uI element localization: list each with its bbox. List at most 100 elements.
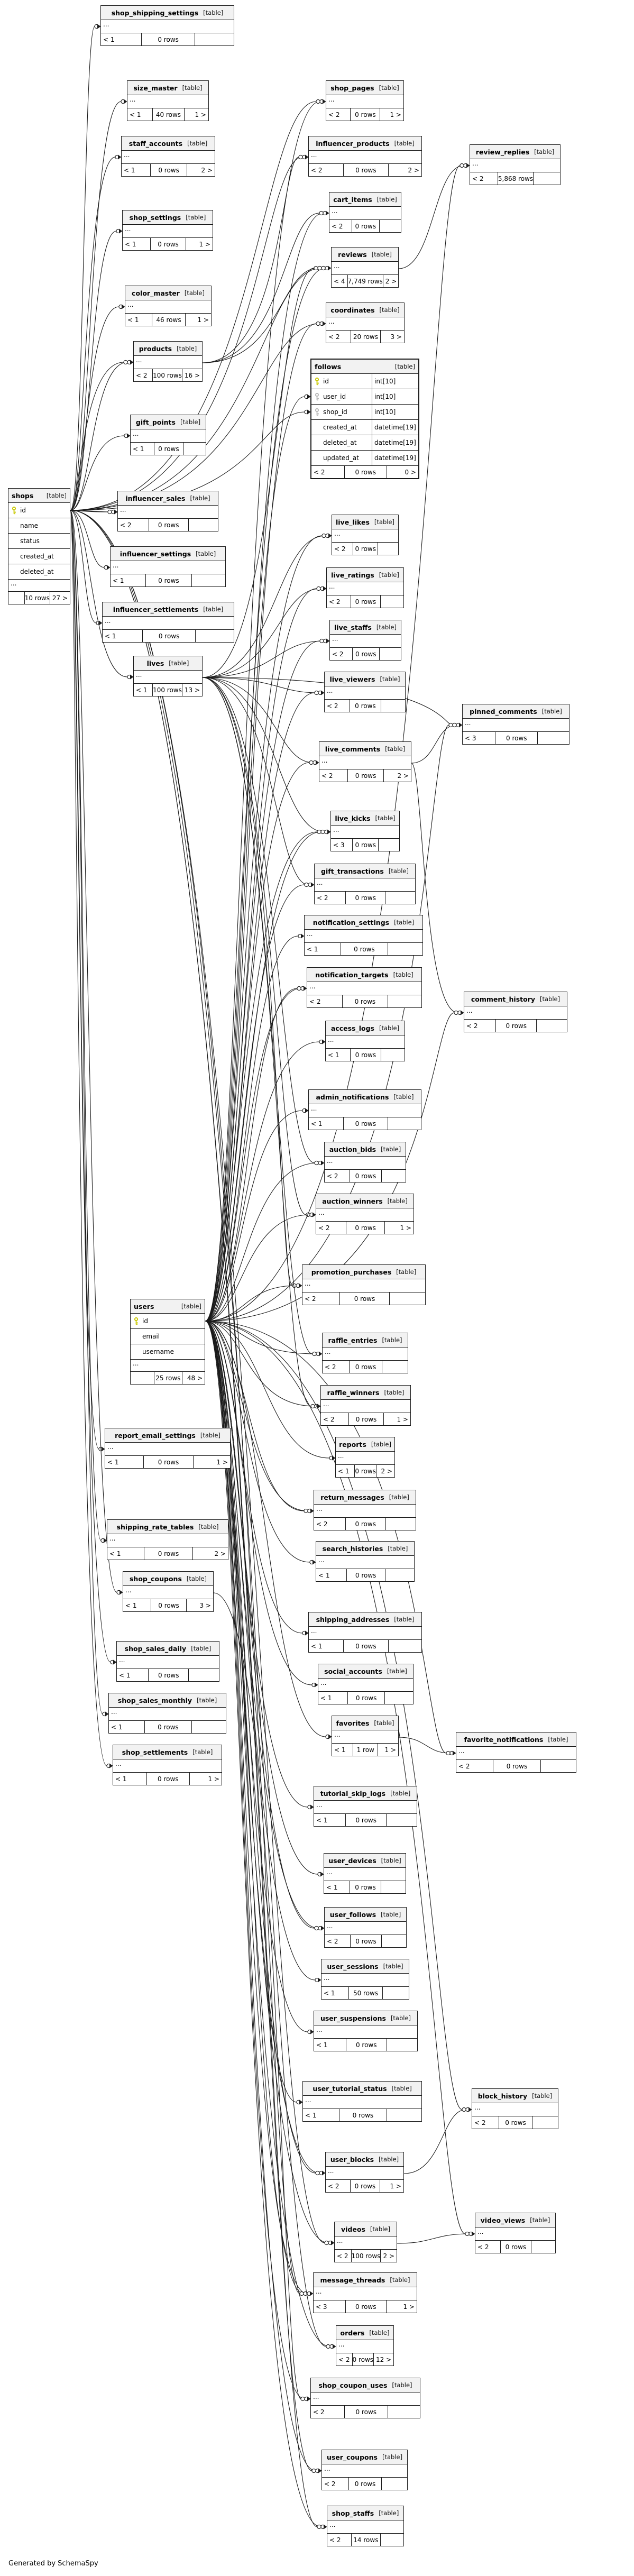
table-header[interactable]: shop_settings[table]	[123, 210, 213, 225]
table-header[interactable]: favorites[table]	[332, 1716, 398, 1730]
table-header[interactable]: follows[table]	[311, 360, 418, 374]
table-header[interactable]: favorite_notifications[table]	[456, 1732, 576, 1747]
table-header[interactable]: user_follows[table]	[325, 1908, 406, 1922]
table-header[interactable]: raffle_winners[table]	[321, 1386, 410, 1400]
table-header[interactable]: shipping_rate_tables[table]	[107, 1520, 228, 1534]
table-header[interactable]: influencer_products[table]	[309, 136, 421, 151]
table-header[interactable]: tutorial_skip_logs[table]	[314, 1786, 417, 1801]
table-header[interactable]: influencer_settlements[table]	[103, 602, 234, 617]
table-header[interactable]: raffle_entries[table]	[323, 1333, 408, 1347]
table-header[interactable]: shop_sales_monthly[table]	[109, 1693, 226, 1708]
table-header[interactable]: color_master[table]	[125, 286, 211, 300]
table-header[interactable]: coordinates[table]	[326, 303, 404, 317]
table-header[interactable]: admin_notifications[table]	[309, 1090, 421, 1104]
table-header[interactable]: live_viewers[table]	[325, 672, 405, 686]
table-header[interactable]: gift_points[table]	[131, 415, 206, 429]
table-header[interactable]: size_master[table]	[127, 81, 208, 95]
table-header[interactable]: pinned_comments[table]	[463, 704, 569, 719]
table-header[interactable]: cart_items[table]	[329, 192, 401, 207]
table-header[interactable]: block_history[table]	[472, 2089, 558, 2103]
table-header[interactable]: orders[table]	[336, 2326, 393, 2340]
table-header[interactable]: user_devices[table]	[324, 1854, 406, 1868]
table-header[interactable]: gift_transactions[table]	[315, 864, 415, 878]
table-header[interactable]: notification_settings[table]	[305, 915, 422, 930]
table-header[interactable]: users[table]	[131, 1299, 205, 1314]
table-header[interactable]: videos[table]	[335, 2222, 397, 2236]
table-header[interactable]: reviews[table]	[332, 247, 398, 262]
table-header[interactable]: shop_coupon_uses[table]	[311, 2378, 420, 2392]
table-header[interactable]: live_ratings[table]	[327, 568, 403, 582]
table-header[interactable]: auction_bids[table]	[325, 1142, 406, 1157]
table-header[interactable]: user_sessions[table]	[321, 1959, 409, 1974]
table-header[interactable]: staff_accounts[table]	[122, 136, 215, 151]
table-header[interactable]: shop_sales_daily[table]	[117, 1642, 219, 1656]
table-header[interactable]: shop_pages[table]	[326, 81, 403, 95]
table-header[interactable]: social_accounts[table]	[318, 1664, 413, 1679]
table-header[interactable]: shipping_addresses[table]	[309, 1612, 421, 1627]
table-header[interactable]: live_kicks[table]	[331, 811, 399, 826]
table-header[interactable]: reports[table]	[336, 1437, 394, 1452]
table-header[interactable]: message_threads[table]	[314, 2273, 417, 2287]
table-header[interactable]: live_likes[table]	[332, 515, 398, 529]
table-header[interactable]: video_views[table]	[475, 2213, 555, 2227]
table-header[interactable]: user_coupons[table]	[322, 2450, 407, 2464]
table-header[interactable]: promotion_purchases[table]	[302, 1265, 425, 1279]
table-header[interactable]: shop_settlements[table]	[113, 1745, 222, 1759]
table-header[interactable]: review_replies[table]	[470, 145, 560, 159]
table-header[interactable]: live_comments[table]	[319, 742, 411, 756]
table-header[interactable]: influencer_sales[table]	[118, 491, 218, 506]
table-header[interactable]: report_email_settings[table]	[105, 1428, 230, 1443]
table-header[interactable]: access_logs[table]	[326, 1021, 405, 1035]
table-header[interactable]: auction_winners[table]	[316, 1194, 414, 1208]
table-header[interactable]: user_blocks[table]	[326, 2152, 403, 2167]
table-header[interactable]: live_staffs[table]	[330, 620, 401, 635]
table-header[interactable]: return_messages[table]	[314, 1490, 416, 1505]
